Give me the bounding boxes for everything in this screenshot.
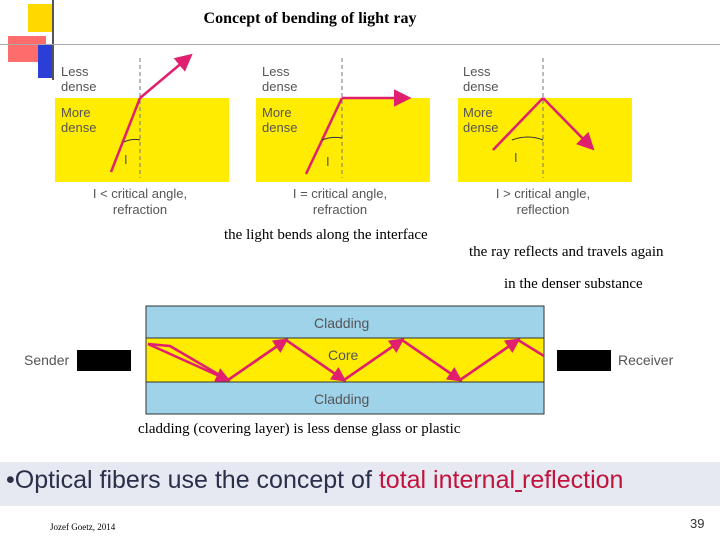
cladding-bottom-label: Cladding [314,391,370,407]
sender-block [77,350,131,371]
decor-line-vertical [52,0,54,80]
panel3-caption: I > critical angle,reflection [495,186,591,217]
refraction-panels [55,53,632,182]
cladding-top [145,305,545,339]
receiver-label: Receiver [618,352,674,368]
receiver-block [557,350,611,371]
optical-fiber-diagram [77,305,611,415]
panel3-reflected-ray [542,97,595,151]
panel3-incident-ray [492,97,544,151]
core-label: Core [328,347,359,363]
decor-square-blue [38,44,52,78]
note-bends: the light bends along the interface [224,227,428,243]
panel1-caption: I < critical angle,refraction [92,186,188,217]
bullet-bar [0,462,720,506]
page-number: 39 [690,516,705,531]
cladding-top-label: Cladding [314,315,370,331]
panel1-incident-ray [109,97,142,173]
panel2-caption: I = critical angle,refraction [292,186,388,217]
cladding-bottom [145,381,545,415]
panel2-angle-label: I [326,154,330,169]
panel2-incident-ray [304,97,344,175]
slide-title: Concept of bending of light ray [203,10,417,27]
panel2-dense-region [256,98,430,182]
panel3-angle-label: I [514,150,518,165]
footer-author: Jozef Goetz, 2014 [50,522,116,532]
panel1-refracted-ray [139,53,193,99]
decor-square-yellow [28,4,52,32]
note-reflects-line2: in the denser substance [504,276,643,292]
note-reflects-line1: the ray reflects and travels again [469,244,664,260]
sender-label: Sender [24,352,70,368]
panel1-dense-region [55,98,229,182]
cladding-caption: cladding (covering layer) is less dense … [138,421,461,437]
panel3-dense-region [458,98,632,182]
bullet-text: •Optical fibers use the concept of total… [6,466,624,494]
decor-line-horizontal [0,44,720,45]
panel1-angle-label: I [124,152,128,167]
